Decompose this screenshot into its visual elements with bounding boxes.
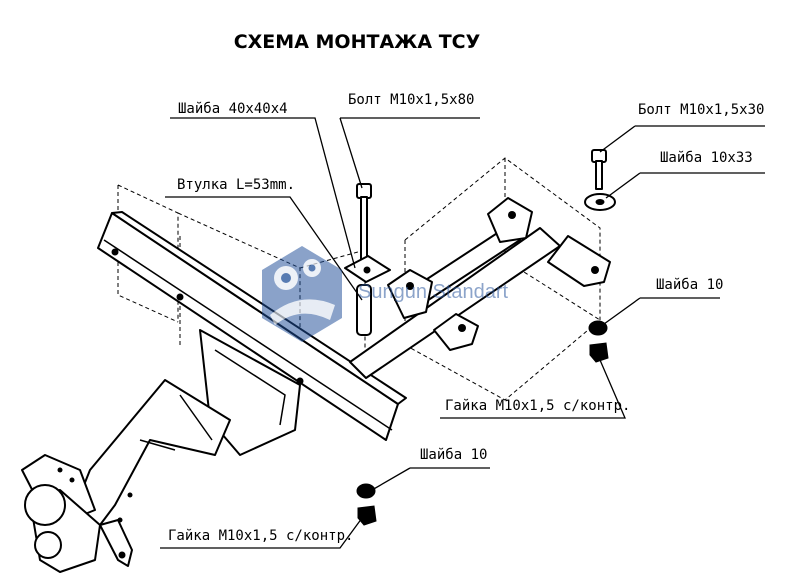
bolt-30-assembly	[584, 149, 616, 211]
label-washer-10-bottom: Шайба 10	[420, 447, 487, 463]
label-washer-10x33: Шайба 10x33	[660, 150, 753, 166]
bottom-nut-set	[356, 483, 377, 526]
watermark-logo	[262, 246, 342, 342]
label-bolt-80: Болт М10x1,5x80	[348, 92, 474, 108]
cross-beam	[97, 211, 407, 441]
leader-lines	[160, 117, 765, 549]
side-tube	[349, 227, 561, 379]
right-nut-set	[588, 320, 609, 363]
tube-brackets	[387, 197, 611, 351]
label-nut-right: Гайка М10x1,5 с/контр.	[445, 398, 630, 414]
label-washer-10-right: Шайба 10	[656, 277, 723, 293]
diagram-title: СХЕМА МОНТАЖА ТСУ	[234, 31, 481, 53]
label-nut-bottom: Гайка М10x1,5 с/контр.	[168, 528, 353, 544]
label-bolt-30: Болт М10x1,5x30	[638, 102, 764, 118]
bolt-80-assembly	[344, 183, 391, 336]
label-bushing: Втулка L=53mm.	[177, 177, 295, 193]
tow-ball	[21, 454, 101, 573]
label-washer-40: Шайба 40x40x4	[178, 101, 288, 117]
watermark-text: Sungun Standart	[358, 281, 509, 303]
